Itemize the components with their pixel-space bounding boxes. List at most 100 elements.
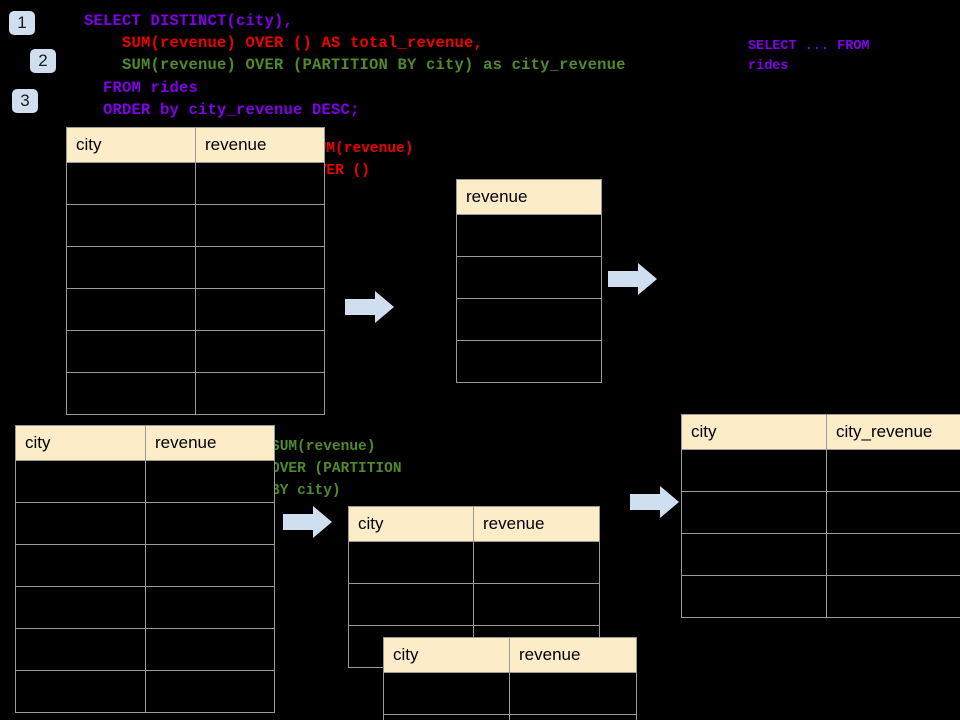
column-header-city: city xyxy=(383,637,510,673)
cell-city xyxy=(383,672,510,715)
cell-revenue xyxy=(195,204,325,247)
cell-revenue xyxy=(473,583,600,626)
table-row xyxy=(681,449,960,492)
table-partition-back: city revenue xyxy=(348,506,600,668)
cell-city xyxy=(681,449,827,492)
annotation-sum-over-partition: SUM(revenue) OVER (PARTITION BY city) xyxy=(271,439,402,499)
cell-revenue xyxy=(195,246,325,289)
table-row xyxy=(456,340,602,383)
cell-city xyxy=(15,460,146,503)
table-header-row: city revenue xyxy=(66,127,325,163)
cell-city xyxy=(681,575,827,618)
cell-city xyxy=(383,714,510,720)
cell-revenue xyxy=(509,714,637,720)
table-result: city city_revenue xyxy=(681,414,960,618)
column-header-revenue: revenue xyxy=(195,127,325,163)
cell-city xyxy=(681,533,827,576)
cell-revenue xyxy=(145,586,275,629)
cell-city xyxy=(66,330,196,373)
step-badge-3[interactable]: 3 xyxy=(12,89,38,113)
table-row xyxy=(681,491,960,534)
cell-city xyxy=(15,502,146,545)
sql-line-order-by: ORDER by city_revenue DESC; xyxy=(84,101,360,119)
table-row xyxy=(348,583,600,626)
cell-city xyxy=(66,162,196,205)
table-row xyxy=(66,330,325,373)
cell-city xyxy=(348,541,474,584)
table-row xyxy=(348,541,600,584)
cell-city xyxy=(681,491,827,534)
table-row xyxy=(66,162,325,205)
cell-city xyxy=(66,246,196,289)
table-header-row: city city_revenue xyxy=(681,414,960,450)
cell-revenue xyxy=(456,298,602,341)
sql-line-from: FROM rides xyxy=(84,79,199,97)
column-header-revenue: revenue xyxy=(456,179,602,215)
cell-revenue xyxy=(145,670,275,713)
table-row xyxy=(681,533,960,576)
sql-line-city-revenue: SUM(revenue) OVER (PARTITION BY city) as… xyxy=(84,56,626,74)
annotation-source-note: SELECT ... FROM rides xyxy=(748,39,870,74)
table-row xyxy=(15,670,275,713)
cell-city xyxy=(15,586,146,629)
cell-revenue xyxy=(195,288,325,331)
column-header-city: city xyxy=(348,506,474,542)
table-total-revenue: revenue xyxy=(456,179,602,383)
table-row xyxy=(456,256,602,299)
cell-city-revenue xyxy=(826,449,960,492)
arrow-source-to-total xyxy=(345,290,395,329)
sql-line-select: SELECT DISTINCT(city), xyxy=(84,12,294,30)
table-header-row: city revenue xyxy=(348,506,600,542)
column-header-city: city xyxy=(66,127,196,163)
table-row xyxy=(15,628,275,671)
column-header-city: city xyxy=(15,425,146,461)
arrow-partition-to-result xyxy=(630,485,680,524)
cell-revenue xyxy=(145,460,275,503)
cell-city-revenue xyxy=(826,575,960,618)
sql-line-total-revenue: SUM(revenue) OVER () AS total_revenue, xyxy=(84,34,484,52)
cell-revenue xyxy=(145,502,275,545)
cell-city xyxy=(66,204,196,247)
column-header-city-revenue: city_revenue xyxy=(826,414,960,450)
table-row xyxy=(66,246,325,289)
column-header-revenue: revenue xyxy=(473,506,600,542)
cell-revenue xyxy=(456,214,602,257)
table-row xyxy=(66,288,325,331)
arrow-total-to-result xyxy=(608,262,658,301)
table-row xyxy=(681,575,960,618)
table-header-row: revenue xyxy=(456,179,602,215)
cell-revenue xyxy=(509,672,637,715)
table-row xyxy=(66,372,325,415)
step-badge-1[interactable]: 1 xyxy=(9,11,35,35)
table-row xyxy=(15,460,275,503)
cell-city-revenue xyxy=(826,491,960,534)
table-row xyxy=(15,586,275,629)
cell-revenue xyxy=(145,544,275,587)
table-row xyxy=(456,298,602,341)
step-badge-2[interactable]: 2 xyxy=(30,49,56,73)
cell-city xyxy=(15,544,146,587)
column-header-revenue: revenue xyxy=(145,425,275,461)
column-header-revenue: revenue xyxy=(509,637,637,673)
cell-revenue xyxy=(456,340,602,383)
cell-city xyxy=(15,628,146,671)
table-source-top: city revenue xyxy=(66,127,325,415)
cell-city xyxy=(348,583,474,626)
cell-revenue xyxy=(145,628,275,671)
table-row xyxy=(15,502,275,545)
column-header-city: city xyxy=(681,414,827,450)
cell-revenue xyxy=(456,256,602,299)
cell-revenue xyxy=(195,372,325,415)
cell-revenue xyxy=(473,541,600,584)
table-header-row: city revenue xyxy=(383,637,637,673)
table-partition-front: city revenue xyxy=(383,637,637,720)
cell-revenue xyxy=(195,162,325,205)
table-row xyxy=(15,544,275,587)
cell-city xyxy=(15,670,146,713)
table-row xyxy=(456,214,602,257)
table-row xyxy=(383,714,637,720)
cell-city xyxy=(66,372,196,415)
table-row xyxy=(383,672,637,715)
cell-revenue xyxy=(195,330,325,373)
